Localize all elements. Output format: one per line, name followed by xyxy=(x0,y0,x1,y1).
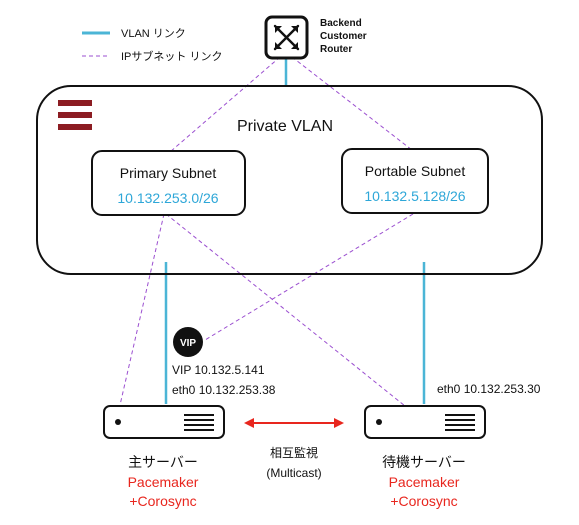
ip-link-portable-vip xyxy=(204,213,414,341)
vip-badge-label: VIP xyxy=(180,338,196,349)
primary-server-software-1: Pacemaker xyxy=(128,474,199,490)
monitor-label-line2: (Multicast) xyxy=(266,466,321,480)
portable-subnet-title: Portable Subnet xyxy=(365,163,466,179)
legend-vlan-label: VLAN リンク xyxy=(121,27,186,40)
portable-subnet-cidr: 10.132.5.128/26 xyxy=(364,188,465,204)
legend-ip-label: IPサブネット リンク xyxy=(121,49,222,63)
primary-eth0-address: eth0 10.132.253.38 xyxy=(172,383,276,397)
router-label-line3: Router xyxy=(320,44,352,55)
vip-address: VIP 10.132.5.141 xyxy=(172,363,265,377)
ip-link-primary-standby xyxy=(165,213,406,407)
private-vlan-title: Private VLAN xyxy=(237,118,333,135)
primary-subnet-title: Primary Subnet xyxy=(120,165,217,181)
standby-eth0-address: eth0 10.132.253.30 xyxy=(437,382,541,396)
private-vlan-box xyxy=(36,85,543,275)
double-arrow-icon xyxy=(244,418,344,428)
standby-server-name: 待機サーバー xyxy=(382,454,466,470)
ip-link-router-portable xyxy=(291,56,413,151)
standby-server-icon xyxy=(364,405,486,439)
standby-server-software-1: Pacemaker xyxy=(389,474,460,490)
monitor-label-line1: 相互監視 xyxy=(270,445,318,460)
primary-server-software-2: +Corosync xyxy=(129,493,196,509)
primary-subnet-box xyxy=(91,150,246,216)
primary-subnet-cidr: 10.132.253.0/26 xyxy=(117,190,218,206)
primary-server-icon xyxy=(103,405,225,439)
standby-server-software-2: +Corosync xyxy=(390,493,457,509)
vlan-logo-icon xyxy=(58,100,92,130)
router-icon xyxy=(264,15,309,60)
router-label-line2: Customer xyxy=(320,31,367,42)
primary-server-name: 主サーバー xyxy=(128,454,198,470)
portable-subnet-box xyxy=(341,148,489,214)
ip-link-primary-mainserver xyxy=(119,213,165,406)
ip-link-router-primary xyxy=(169,56,281,153)
router-label-line1: Backend xyxy=(320,18,362,29)
vip-badge xyxy=(173,327,203,357)
